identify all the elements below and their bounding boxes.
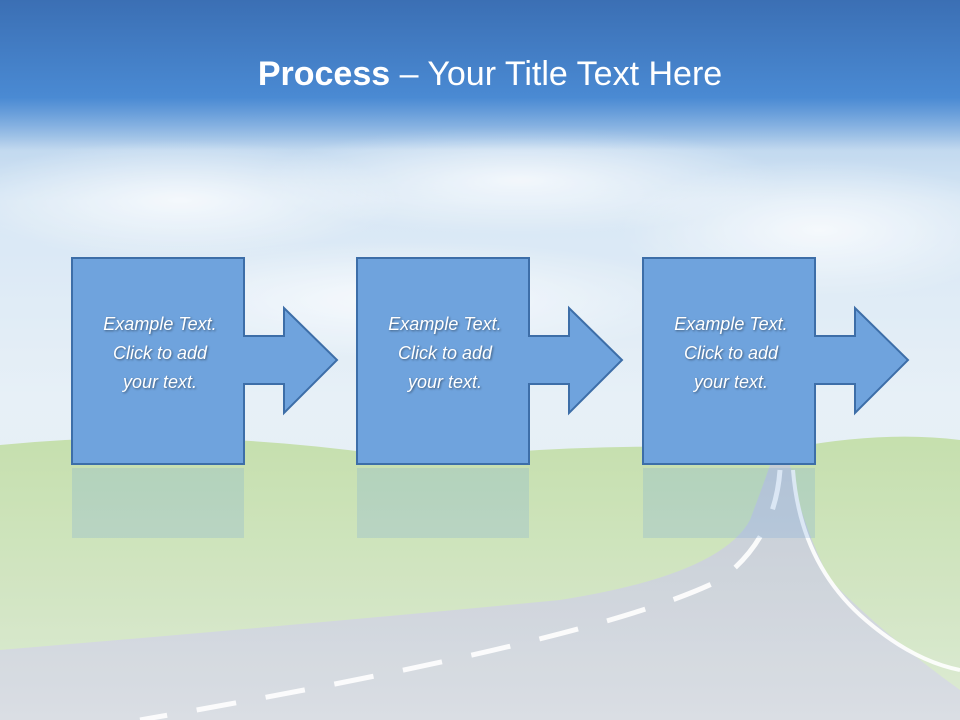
- arrow-box-shape: [356, 257, 624, 465]
- step-1-text: Example Text. Click to add your text.: [103, 314, 217, 392]
- step-3-reflection: [643, 468, 815, 538]
- arrow-box-shape: [642, 257, 910, 465]
- step-1-reflection: [72, 468, 244, 538]
- step-3-text: Example Text. Click to add your text.: [674, 314, 788, 392]
- process-step-1[interactable]: Example Text. Click to add your text.: [71, 257, 342, 468]
- title-bold-word: Process: [257, 55, 391, 93]
- title-rest: – Your Title Text Here: [390, 55, 723, 93]
- process-step-2[interactable]: Example Text. Click to add your text.: [356, 257, 627, 468]
- slide-title[interactable]: Process – Your Title Text Here: [0, 52, 960, 96]
- process-step-3[interactable]: Example Text. Click to add your text.: [642, 257, 913, 468]
- step-2-text: Example Text. Click to add your text.: [388, 314, 502, 392]
- title-bar-background: [0, 0, 960, 150]
- arrow-box-shape: [71, 257, 339, 465]
- step-2-reflection: [357, 468, 529, 538]
